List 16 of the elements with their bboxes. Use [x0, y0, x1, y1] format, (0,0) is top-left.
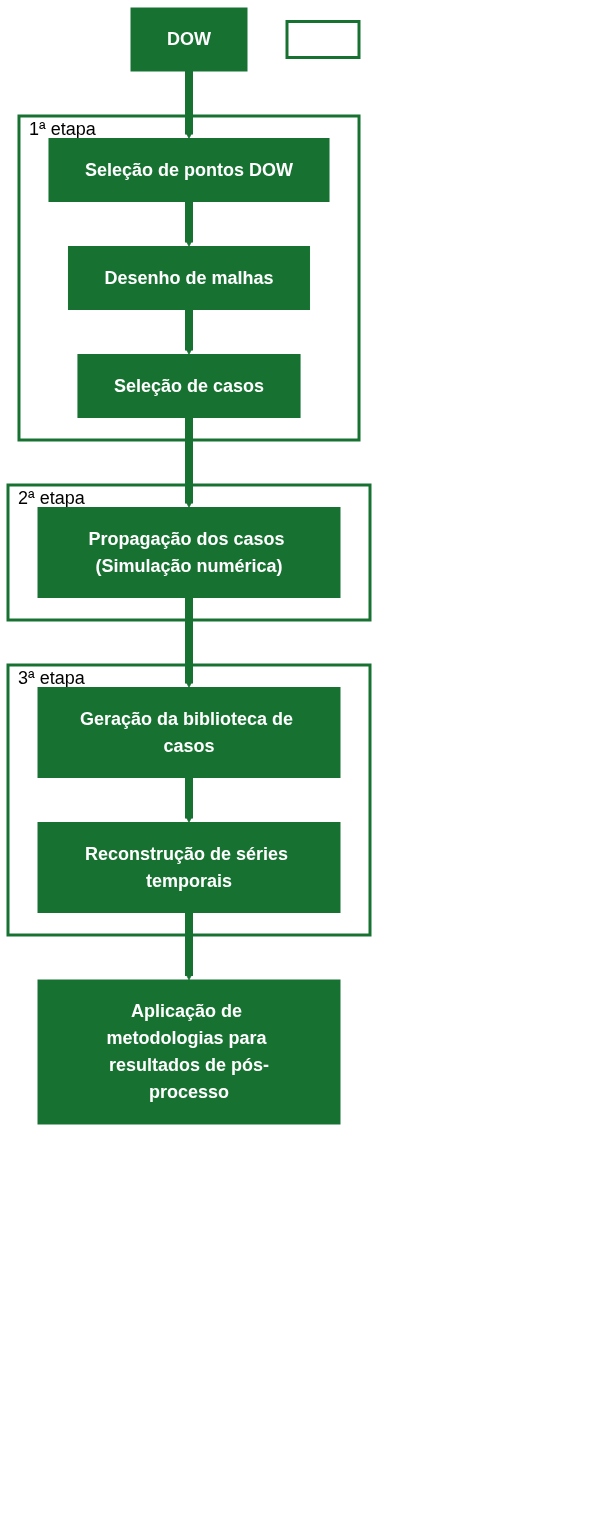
arrow	[184, 417, 194, 508]
arrow	[184, 777, 194, 823]
arrow	[184, 309, 194, 355]
node-box	[285, 20, 361, 59]
node-box: Seleção de casos	[77, 354, 301, 418]
node-box: Geração da biblioteca de casos	[37, 687, 341, 778]
node-box: Desenho de malhas	[67, 246, 311, 310]
node-box: Seleção de pontos DOW	[48, 138, 330, 202]
arrow	[184, 597, 194, 688]
node-box: DOW	[130, 7, 248, 72]
node-box: Aplicação de metodologias para resultados de pós-processo	[37, 979, 341, 1125]
arrow	[184, 70, 194, 139]
arrow	[184, 201, 194, 247]
node-box: Propagação dos casos (Simulação numérica)	[37, 507, 341, 598]
node-box: Reconstrução de séries temporais	[37, 822, 341, 913]
arrow	[184, 912, 194, 981]
